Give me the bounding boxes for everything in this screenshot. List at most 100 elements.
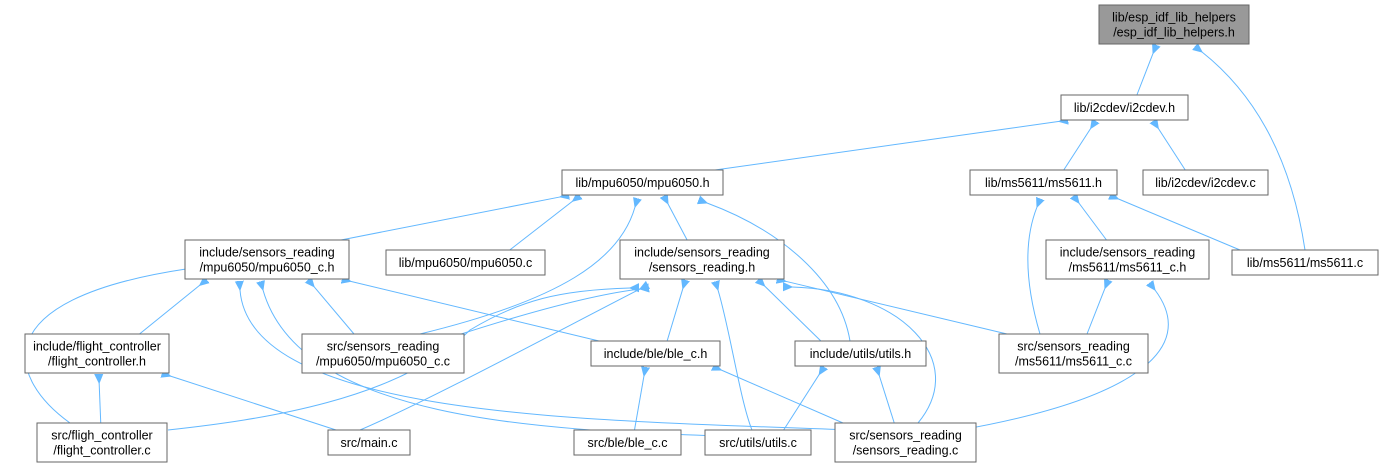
node-box — [704, 429, 812, 456]
node-sr-c[interactable]: src/sensors_reading/sensors_reading.c — [834, 422, 977, 463]
node-label: include/flight_controller — [33, 340, 161, 354]
node-label: lib/mpu6050/mpu6050.h — [575, 176, 709, 190]
edge-ms5611_c-to-ms5611_h — [1118, 199, 1241, 251]
node-label: lib/ms5611/ms5611.c — [1247, 256, 1363, 270]
node-sr-mpu-c[interactable]: src/sensors_reading/mpu6050/mpu6050_c.c — [301, 333, 465, 374]
edge-sr_c-to-sr_h — [792, 287, 937, 424]
node-main-c[interactable]: src/main.c — [327, 429, 411, 456]
node-sr-ms-c[interactable]: src/sensors_reading/ms5611/ms5611_c.c — [998, 333, 1149, 374]
node-box — [561, 169, 724, 196]
node-box — [327, 429, 411, 456]
node-label: include/sensors_reading — [1060, 246, 1196, 260]
edge-utils_c-to-sr_h — [718, 290, 753, 431]
node-box — [1231, 249, 1379, 276]
node-label: /mpu6050/mpu6050_c.h — [200, 261, 335, 275]
node-helpers[interactable]: lib/esp_idf_lib_helpers/esp_idf_lib_help… — [1098, 4, 1250, 45]
node-label: include/ble/ble_c.h — [604, 347, 708, 361]
node-label: /ms5611/ms5611_c.c — [1015, 355, 1132, 369]
node-box — [573, 429, 682, 456]
node-box — [385, 249, 546, 276]
node-sr-ms-h[interactable]: include/sensors_reading/ms5611/ms5611_c.… — [1045, 239, 1210, 280]
node-label: /flight_controller.h — [48, 355, 146, 369]
node-label: src/main.c — [341, 436, 398, 450]
node-utils-c[interactable]: src/utils/utils.c — [704, 429, 812, 456]
node-box — [590, 340, 721, 367]
edge-sr_c-to-sr_mpu_h — [240, 290, 851, 431]
node-i2cdev-c[interactable]: lib/i2cdev/i2cdev.c — [1142, 169, 1269, 196]
node-fc-c[interactable]: src/fligh_controller/flight_controller.c — [36, 422, 168, 463]
node-box — [619, 239, 785, 280]
edge-ms5611_c-to-helpers — [1202, 52, 1306, 251]
node-label: lib/mpu6050/mpu6050.c — [399, 256, 532, 270]
edge-main_c-to-sr_h — [359, 289, 640, 431]
edge-fc_c-to-fc_h — [99, 383, 101, 424]
edges-layer — [25, 52, 1306, 437]
node-box — [834, 422, 977, 463]
node-mpu6050-c[interactable]: lib/mpu6050/mpu6050.c — [385, 249, 546, 276]
node-label: src/sensors_reading — [1017, 340, 1130, 354]
node-box — [24, 333, 170, 374]
edge-i2cdev_h-to-helpers — [1136, 53, 1153, 96]
node-label: lib/ms5611/ms5611.h — [985, 176, 1102, 190]
node-label: /mpu6050/mpu6050_c.c — [316, 355, 450, 369]
edge-mpu6050_h-to-i2cdev_h — [714, 121, 1059, 171]
node-label: /sensors_reading.h — [649, 261, 755, 275]
node-label: /flight_controller.c — [53, 444, 150, 458]
node-label: src/sensors_reading — [849, 429, 962, 443]
node-label: /esp_idf_lib_helpers.h — [1113, 26, 1235, 40]
node-label: include/sensors_reading — [634, 246, 770, 260]
edge-sr_mpu_h-to-mpu6050_h — [340, 197, 560, 241]
node-label: include/utils/utils.h — [810, 347, 911, 361]
edge-main_c-to-fc_h — [171, 376, 337, 431]
node-label: lib/esp_idf_lib_helpers — [1112, 11, 1236, 25]
node-fc-h[interactable]: include/flight_controller/flight_control… — [24, 333, 170, 374]
edge-utils_h-to-sr_h — [765, 286, 822, 342]
edge-fc_h-to-sr_mpu_h — [139, 285, 200, 335]
node-box — [36, 422, 168, 463]
node-utils-h[interactable]: include/utils/utils.h — [794, 340, 927, 367]
edge-ble_c-to-ble_h — [634, 376, 644, 431]
node-label: /ms5611/ms5611_c.h — [1069, 261, 1187, 275]
node-sr-h[interactable]: include/sensors_reading/sensors_reading.… — [619, 239, 785, 280]
node-ms5611-c[interactable]: lib/ms5611/ms5611.c — [1231, 249, 1379, 276]
nodes-layer: lib/esp_idf_lib_helpers/esp_idf_lib_help… — [24, 4, 1379, 463]
edge-mpu6050_c-to-mpu6050_h — [509, 201, 573, 251]
node-box — [1142, 169, 1269, 196]
edge-ms5611_h-to-i2cdev_h — [1063, 128, 1091, 171]
node-label: src/utils/utils.c — [719, 436, 797, 450]
node-label: /sensors_reading.c — [853, 444, 959, 458]
edge-sr_ms_h-to-ms5611_h — [1079, 203, 1107, 241]
node-box — [794, 340, 927, 367]
edge-utils_c-to-utils_h — [783, 374, 820, 431]
node-label: src/fligh_controller — [51, 429, 152, 443]
edge-sr_h-to-mpu6050_h — [668, 204, 688, 241]
edge-ble_h-to-sr_mpu_h — [351, 281, 600, 342]
node-box — [1098, 4, 1250, 45]
edge-sr_c-to-ble_h — [721, 370, 844, 424]
node-mpu6050-h[interactable]: lib/mpu6050/mpu6050.h — [561, 169, 724, 196]
edge-ble_h-to-sr_h — [666, 289, 683, 342]
node-i2cdev-h[interactable]: lib/i2cdev/i2cdev.h — [1060, 94, 1189, 121]
edge-i2cdev_c-to-i2cdev_h — [1158, 128, 1186, 171]
edge-sr_mpu_c-to-sr_mpu_h — [314, 287, 355, 335]
node-ble-h[interactable]: include/ble/ble_c.h — [590, 340, 721, 367]
edge-sr_c-to-utils_h — [879, 376, 895, 424]
edge-utils_h-to-mpu6050_h — [707, 203, 851, 342]
node-label: src/ble/ble_c.c — [588, 436, 668, 450]
node-box — [998, 333, 1149, 374]
node-ms5611-h[interactable]: lib/ms5611/ms5611.h — [969, 169, 1118, 196]
node-ble-c[interactable]: src/ble/ble_c.c — [573, 429, 682, 456]
edge-sr_ms_c-to-sr_ms_h — [1086, 288, 1105, 335]
edge-sr_mpu_c-to-mpu6050_h — [419, 207, 635, 335]
edge-sr_mpu_c-to-sr_h — [454, 289, 640, 337]
node-box — [1045, 239, 1210, 280]
node-sr-mpu-h[interactable]: include/sensors_reading/mpu6050/mpu6050_… — [184, 239, 350, 280]
node-label: include/sensors_reading — [199, 246, 335, 260]
node-box — [184, 239, 350, 280]
edge-sr_ms_c-to-ms5611_h — [1027, 207, 1040, 335]
node-box — [301, 333, 465, 374]
node-label: lib/i2cdev/i2cdev.c — [1155, 176, 1256, 190]
node-box — [1060, 94, 1189, 121]
node-label: lib/i2cdev/i2cdev.h — [1074, 101, 1175, 115]
